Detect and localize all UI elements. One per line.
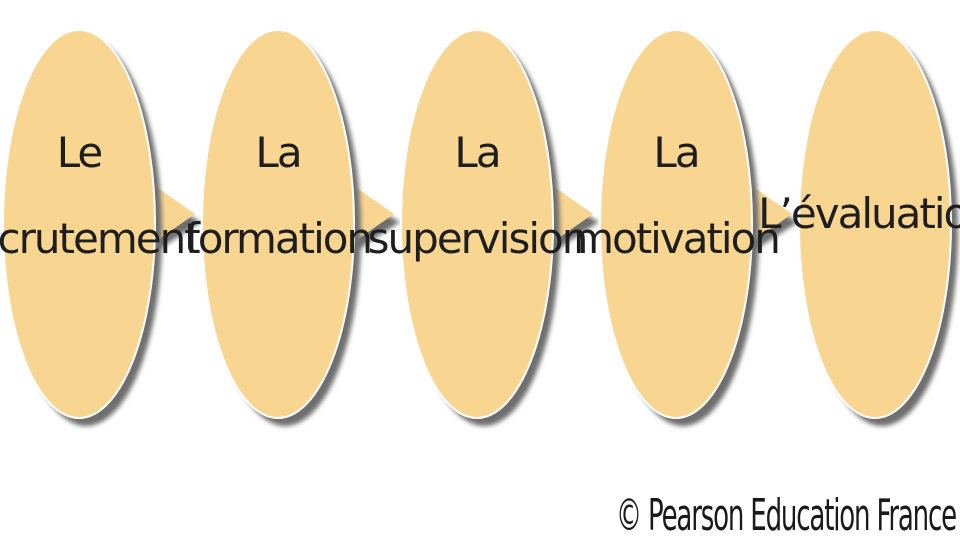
node-layer: Le recrutement La formation La supervisi… [0,29,960,426]
node-label-line-2: supervision [368,214,587,263]
process-node-recrutement: Le recrutement [0,29,202,426]
process-node-formation: La formation [185,29,373,426]
node-ellipse [201,29,355,419]
arrow-head [155,186,195,242]
arrow-layer [155,186,798,252]
node-label-line-2: formation [185,214,371,263]
node-label-line-1: La [454,128,499,177]
node-label-line-1: La [255,128,300,177]
arrow-head [752,186,792,242]
connector-arrow [155,186,201,252]
connector-arrow [752,186,798,252]
node-label-line-2: motivation [573,214,779,263]
node-label-line-1: Le [57,128,102,177]
node-label-line-1: L’évaluation [758,189,960,238]
node-ellipse [400,29,554,419]
arrow-head [354,186,394,242]
connector-arrow [553,186,599,252]
node-label-line-1: La [653,128,698,177]
node-ellipse [2,29,156,419]
node-ellipse [599,29,753,419]
process-node-supervision: La supervision [368,29,588,426]
arrow-head [553,186,593,242]
node-label-line-2: recrutement [0,214,200,263]
node-ellipse [798,29,952,419]
connector-arrow [354,186,400,252]
process-node-motivation: La motivation [573,29,781,426]
process-node-evaluation: L’évaluation [758,29,960,426]
copyright-notice: © Pearson Education France [616,490,956,541]
